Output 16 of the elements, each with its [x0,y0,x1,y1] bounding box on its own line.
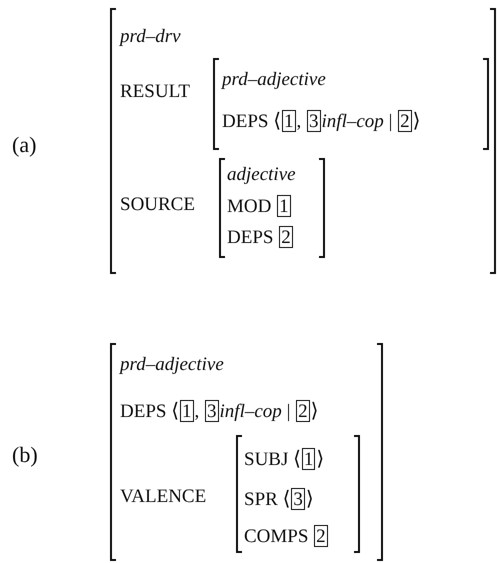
feature-label: VALENCE [120,486,206,508]
feature-label: SUBJ ⟨1⟩ [244,447,324,471]
panel-label: (a) [12,133,36,157]
feature-label: DEPS ⟨1, 3infl–cop | 2⟩ [222,109,420,133]
feature-label: SOURCE [120,194,195,216]
feature-label: DEPS ⟨1, 3infl–cop | 2⟩ [120,399,318,423]
feature-label: COMPS 2 [244,526,329,548]
feature-label: RESULT [120,81,190,103]
feature-label: MOD 1 [227,196,292,218]
type-label: prd–adjective [222,69,326,91]
feature-label: SPR ⟨3⟩ [244,487,314,511]
type-label: prd–adjective [120,354,224,376]
feature-label: DEPS 2 [227,227,294,249]
panel-label: (b) [12,443,38,467]
type-label: prd–drv [120,26,181,48]
type-label: adjective [227,164,296,186]
